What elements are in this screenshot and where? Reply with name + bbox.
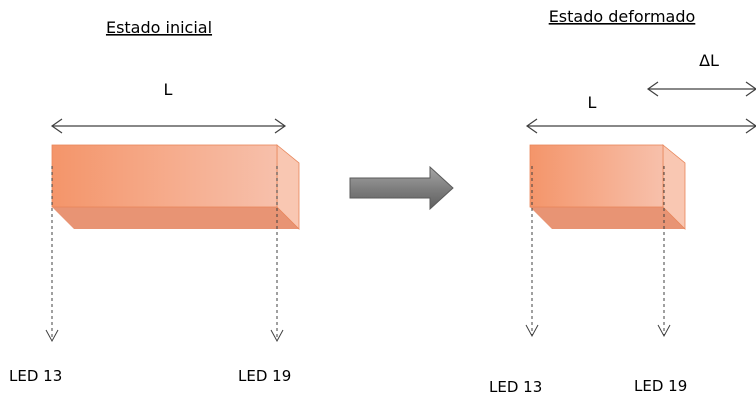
deformed-bar — [529, 144, 686, 230]
led-13-label: LED 13 — [9, 367, 62, 385]
led-19-marker — [270, 166, 284, 343]
deformed-length-dimension-arrow — [525, 118, 756, 134]
delta-length-label: ΔL — [699, 51, 719, 70]
deformed-state-title: Estado deformado — [549, 7, 696, 26]
initial-bar — [51, 144, 300, 230]
deformed-length-label: L — [588, 93, 597, 112]
transition-arrow — [349, 165, 454, 211]
deformed-state-panel: Estado deformado ΔL L — [489, 7, 756, 396]
deformed-led-13-marker — [525, 166, 539, 338]
length-dimension-arrow — [50, 118, 287, 134]
initial-state-panel: Estado inicial L LED 13 LED 19 — [9, 18, 300, 385]
deformed-led-19-label: LED 19 — [634, 377, 687, 395]
led-19-label: LED 19 — [238, 367, 291, 385]
delta-length-dimension-arrow — [646, 81, 756, 97]
initial-state-title: Estado inicial — [106, 18, 212, 37]
deformed-led-13-label: LED 13 — [489, 378, 542, 396]
deformed-led-19-marker — [657, 166, 671, 338]
length-label: L — [164, 80, 173, 99]
led-13-marker — [45, 166, 59, 343]
